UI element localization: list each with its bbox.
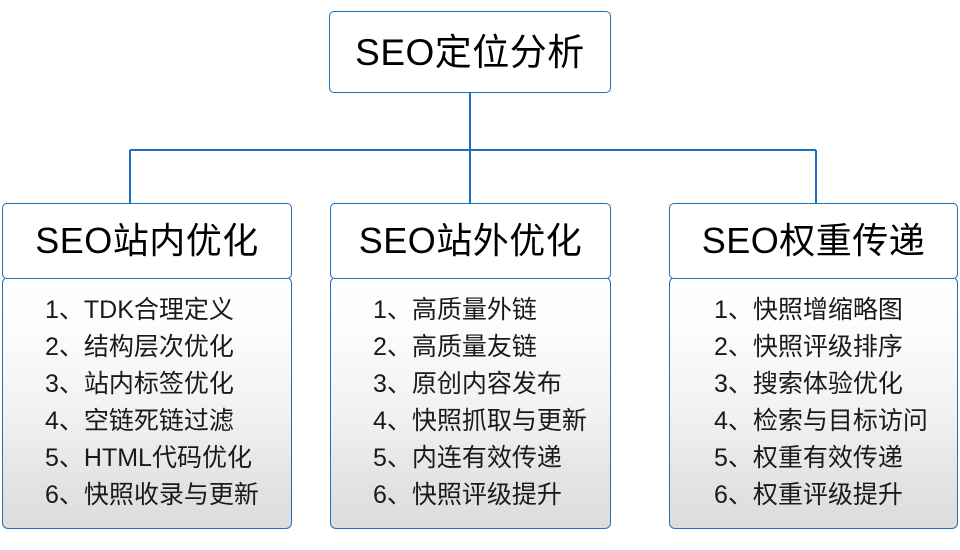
- branch-header-title-3: SEO权重传递: [701, 220, 926, 261]
- list-item-label: 快照收录与更新: [83, 481, 259, 510]
- branch-header-title-1: SEO站内优化: [35, 220, 259, 261]
- root-node-title: SEO定位分析: [355, 31, 585, 73]
- list-item: 4、快照抓取与更新: [373, 403, 610, 440]
- list-item-number: 3、: [714, 370, 753, 399]
- list-item: 4、空链死链过滤: [45, 403, 291, 440]
- list-item-label: TDK合理定义: [83, 296, 234, 325]
- list-item-label: 高质量外链: [411, 296, 537, 325]
- branch-header-title-2: SEO站外优化: [358, 220, 583, 261]
- list-item-number: 3、: [373, 370, 412, 399]
- list-item-number: 4、: [714, 407, 753, 436]
- list-item-label: 权重评级提升: [752, 481, 903, 510]
- branch-item-list-2: 1、高质量外链 2、高质量友链 3、原创内容发布 4、快照抓取与更新 5、内连有…: [331, 292, 610, 514]
- list-item: 1、TDK合理定义: [45, 292, 291, 329]
- list-item: 1、高质量外链: [373, 292, 610, 329]
- list-item: 5、权重有效传递: [714, 440, 957, 477]
- branch-header-3[interactable]: SEO权重传递: [669, 203, 958, 279]
- list-item-number: 1、: [373, 296, 412, 325]
- list-item-number: 2、: [45, 333, 84, 362]
- list-item-label: 高质量友链: [411, 333, 537, 362]
- list-item: 3、站内标签优化: [45, 366, 291, 403]
- list-item: 5、内连有效传递: [373, 440, 610, 477]
- list-item-label: 空链死链过滤: [83, 407, 234, 436]
- list-item: 1、快照增缩略图: [714, 292, 957, 329]
- branch-item-list-1: 1、TDK合理定义 2、结构层次优化 3、站内标签优化 4、空链死链过滤 5、H…: [3, 292, 291, 514]
- list-item: 4、检索与目标访问: [714, 403, 957, 440]
- branch-column-1: SEO站内优化 1、TDK合理定义 2、结构层次优化 3、站内标签优化 4、空链…: [2, 203, 292, 530]
- list-item: 3、原创内容发布: [373, 366, 610, 403]
- list-item-label: 快照评级排序: [752, 333, 903, 362]
- branch-column-2: SEO站外优化 1、高质量外链 2、高质量友链 3、原创内容发布 4、快照抓取与…: [330, 203, 611, 530]
- list-item-label: 权重有效传递: [752, 444, 903, 473]
- root-node[interactable]: SEO定位分析: [329, 11, 611, 93]
- list-item-number: 6、: [45, 481, 84, 510]
- list-item-label: HTML代码优化: [83, 444, 252, 473]
- branch-header-1[interactable]: SEO站内优化: [2, 203, 292, 279]
- list-item-number: 2、: [714, 333, 753, 362]
- branch-body-2: 1、高质量外链 2、高质量友链 3、原创内容发布 4、快照抓取与更新 5、内连有…: [330, 277, 611, 530]
- branch-header-2[interactable]: SEO站外优化: [330, 203, 611, 279]
- list-item-number: 6、: [714, 481, 753, 510]
- list-item-number: 1、: [45, 296, 84, 325]
- branch-item-list-3: 1、快照增缩略图 2、快照评级排序 3、搜索体验优化 4、检索与目标访问 5、权…: [670, 292, 957, 514]
- list-item-label: 结构层次优化: [83, 333, 234, 362]
- list-item: 2、快照评级排序: [714, 329, 957, 366]
- list-item-label: 快照增缩略图: [752, 296, 903, 325]
- list-item-number: 3、: [45, 370, 84, 399]
- list-item-number: 6、: [373, 481, 412, 510]
- list-item: 3、搜索体验优化: [714, 366, 957, 403]
- list-item-label: 快照评级提升: [411, 481, 562, 510]
- list-item-label: 快照抓取与更新: [411, 407, 587, 436]
- list-item-label: 站内标签优化: [83, 370, 234, 399]
- list-item-number: 4、: [45, 407, 84, 436]
- list-item-number: 4、: [373, 407, 412, 436]
- list-item-label: 原创内容发布: [411, 370, 562, 399]
- branch-column-3: SEO权重传递 1、快照增缩略图 2、快照评级排序 3、搜索体验优化 4、检索与…: [669, 203, 958, 530]
- list-item-label: 检索与目标访问: [752, 407, 928, 436]
- list-item: 5、HTML代码优化: [45, 440, 291, 477]
- list-item: 2、高质量友链: [373, 329, 610, 366]
- list-item-number: 5、: [714, 444, 753, 473]
- branch-body-1: 1、TDK合理定义 2、结构层次优化 3、站内标签优化 4、空链死链过滤 5、H…: [2, 277, 292, 530]
- list-item-number: 5、: [373, 444, 412, 473]
- list-item-number: 5、: [45, 444, 84, 473]
- list-item: 6、权重评级提升: [714, 477, 957, 514]
- list-item-number: 2、: [373, 333, 412, 362]
- list-item: 6、快照收录与更新: [45, 477, 291, 514]
- list-item-label: 搜索体验优化: [752, 370, 903, 399]
- branch-body-3: 1、快照增缩略图 2、快照评级排序 3、搜索体验优化 4、检索与目标访问 5、权…: [669, 277, 958, 530]
- list-item-label: 内连有效传递: [411, 444, 562, 473]
- list-item-number: 1、: [714, 296, 753, 325]
- list-item: 6、快照评级提升: [373, 477, 610, 514]
- list-item: 2、结构层次优化: [45, 329, 291, 366]
